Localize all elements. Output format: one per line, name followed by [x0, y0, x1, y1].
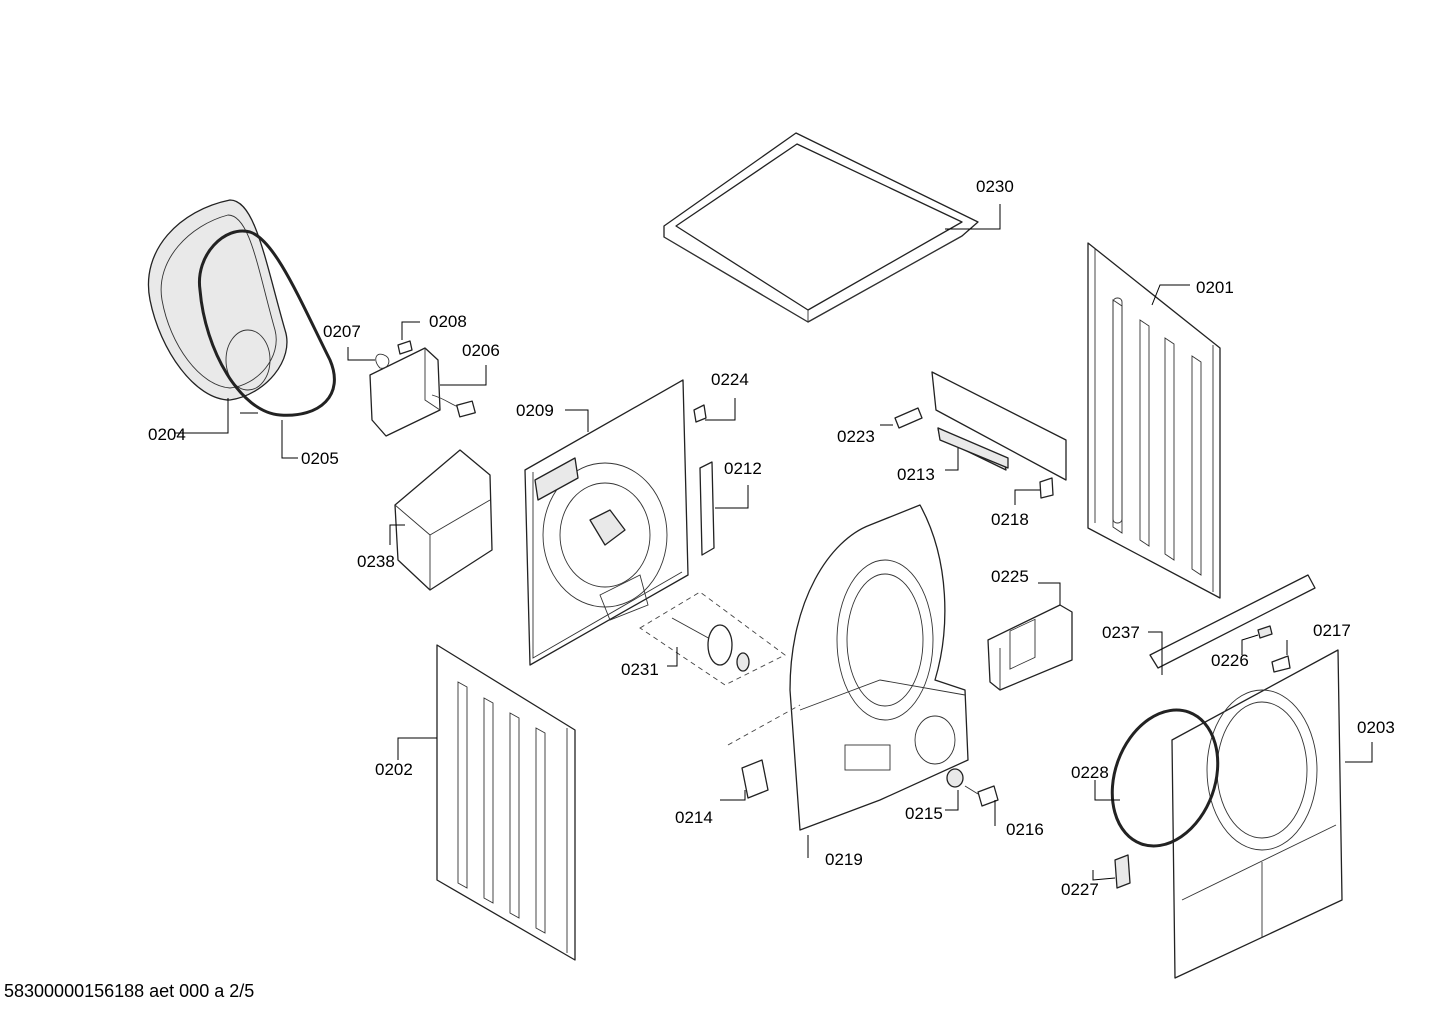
label-0238: 0238 [357, 552, 395, 571]
label-0217: 0217 [1313, 621, 1351, 640]
part-0206-module-housing[interactable] [369, 347, 476, 437]
label-0231: 0231 [621, 660, 659, 679]
label-0212: 0212 [724, 459, 762, 478]
label-0224: 0223 [837, 427, 875, 446]
label-0206: 0206 [462, 341, 500, 360]
label-0209: 0209 [516, 401, 554, 420]
part-0215-foot[interactable] [946, 768, 964, 788]
label-0208: 0208 [429, 312, 467, 331]
part-0226-clip[interactable] [693, 404, 707, 423]
label-0228: 0228 [1071, 763, 1109, 782]
part-0224-bracket[interactable] [894, 407, 923, 429]
part-0213-strip[interactable] [937, 427, 1009, 469]
part-0228-door-seal[interactable] [1094, 695, 1236, 861]
label-0237: 0237 [1102, 623, 1140, 642]
label-0223: 0225 [991, 567, 1029, 586]
label-0204: 0204 [148, 425, 186, 444]
label-0214: 0214 [675, 808, 713, 827]
label-0215: 0215 [905, 804, 943, 823]
part-0216-plug[interactable] [964, 785, 999, 807]
part-0237-cross-rail[interactable] [1149, 574, 1316, 669]
part-labels: 0230 0201 0207 0208 0206 0224 0209 0223 … [148, 177, 1395, 899]
label-0226: 0224 [711, 370, 749, 389]
part-0212-rail[interactable] [699, 461, 715, 556]
part-0218-clip[interactable] [1039, 477, 1054, 499]
part-0214-sensor[interactable] [741, 759, 769, 799]
part-0205-seal[interactable] [197, 229, 336, 417]
part-0219-bearing-frame[interactable] [789, 504, 969, 831]
label-0225: 0226 [1211, 651, 1249, 670]
part-0207-cable[interactable] [375, 353, 390, 369]
part-0204-rear-shield[interactable] [147, 199, 288, 401]
label-0213: 0213 [897, 465, 935, 484]
label-0219: 0219 [825, 850, 863, 869]
label-0230: 0230 [976, 177, 1014, 196]
label-0203: 0203 [1357, 718, 1395, 737]
part-0203-front-panel[interactable] [1171, 649, 1343, 979]
label-0227: 0227 [1061, 880, 1099, 899]
label-0216: 0216 [1006, 820, 1044, 839]
label-0202: 0202 [375, 760, 413, 779]
part-0225-latch[interactable] [1257, 625, 1273, 639]
leader-lines [175, 204, 1373, 881]
label-0201: 0201 [1196, 278, 1234, 297]
part-0231-fan-assembly[interactable] [639, 591, 786, 686]
part-0208-clip[interactable] [397, 340, 413, 355]
part-0202-side-panel[interactable] [436, 644, 576, 961]
document-footer: 58300000156188 aet 000 a 2/5 [4, 981, 255, 1001]
part-0201-side-panel[interactable] [1087, 242, 1221, 599]
part-0223-filter[interactable] [987, 604, 1073, 691]
part-0217-hook[interactable] [1271, 655, 1291, 673]
fan-axis-line [727, 704, 801, 746]
part-0238-duct-frame[interactable] [394, 449, 493, 591]
label-0207: 0207 [323, 322, 361, 341]
part-0230-top-cover[interactable] [663, 132, 979, 323]
part-0209-rear-wall[interactable] [524, 379, 689, 666]
part-0227-latch[interactable] [1114, 854, 1131, 889]
label-0218: 0218 [991, 510, 1029, 529]
label-0205: 0205 [301, 449, 339, 468]
